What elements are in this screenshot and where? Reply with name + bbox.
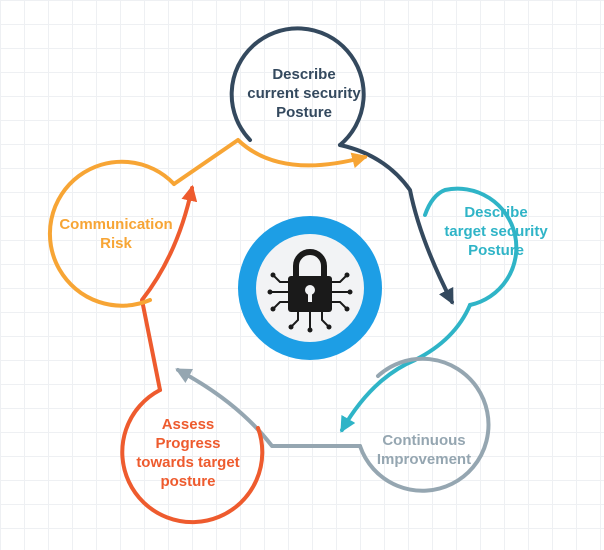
stage-label-line: Describe — [272, 65, 336, 83]
stage-label-line: Risk — [100, 235, 132, 252]
stage-label-line: posture — [160, 473, 216, 490]
stage-continuous-shape — [175, 356, 491, 493]
stage-label-line: Posture — [276, 103, 332, 121]
stage-communication-shape — [47, 138, 369, 308]
stage-label-line: Continuous — [382, 432, 466, 449]
stage-label-line: towards target — [136, 454, 240, 471]
stage-label-line: target security — [444, 222, 548, 240]
stage-label-line: current security — [247, 84, 361, 102]
stage-assess-shape — [120, 184, 265, 525]
stage-label-line: Progress — [155, 435, 221, 452]
circuit-padlock-icon — [267, 249, 353, 333]
stage-label-line: Posture — [468, 241, 524, 259]
stage-label-line: Assess — [161, 416, 215, 433]
stage-label-line: Communication — [59, 216, 173, 233]
stage-label-line: Improvement — [376, 451, 472, 468]
stage-label-line: Describe — [464, 203, 528, 221]
